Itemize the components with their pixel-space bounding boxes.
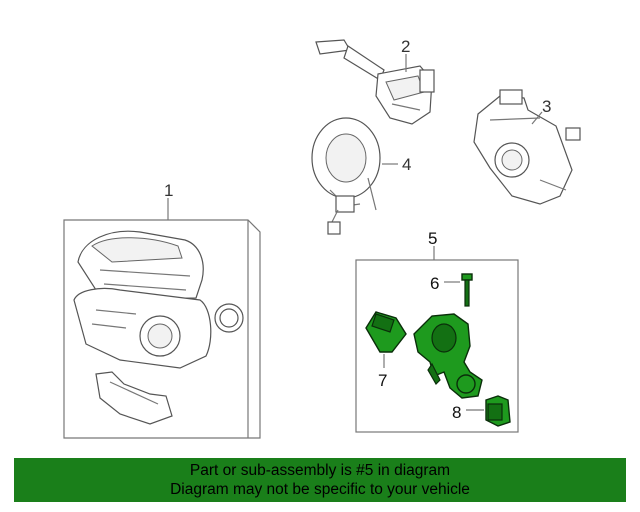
callout-7: 7 [378, 371, 387, 390]
callout-1: 1 [164, 181, 173, 200]
leader-line-3 [531, 111, 543, 125]
callout-4: 4 [402, 155, 411, 174]
banner-line-2: Diagram may not be specific to your vehi… [170, 481, 470, 498]
part-8-ignition-switch[interactable] [485, 395, 511, 427]
part-4-clock-spring[interactable] [311, 117, 381, 235]
info-banner: Part or sub-assembly is #5 in diagram Di… [14, 458, 626, 502]
banner-line-1: Part or sub-assembly is #5 in diagram [189, 462, 451, 479]
callout-6: 6 [430, 274, 439, 293]
callout-2: 2 [401, 37, 410, 56]
part-1-steering-column-cover[interactable] [63, 219, 261, 439]
part-2-combination-switch[interactable] [315, 39, 435, 125]
callout-8: 8 [452, 403, 461, 422]
part-7-lock-cylinder[interactable] [365, 311, 407, 353]
callout-5: 5 [428, 229, 437, 248]
part-5-assembly-box[interactable] [355, 259, 519, 433]
part-3-lock-housing[interactable] [473, 89, 581, 205]
ignition-lock-housing[interactable] [413, 313, 483, 399]
callout-3: 3 [542, 97, 551, 116]
part-6-bolt[interactable] [461, 273, 473, 307]
